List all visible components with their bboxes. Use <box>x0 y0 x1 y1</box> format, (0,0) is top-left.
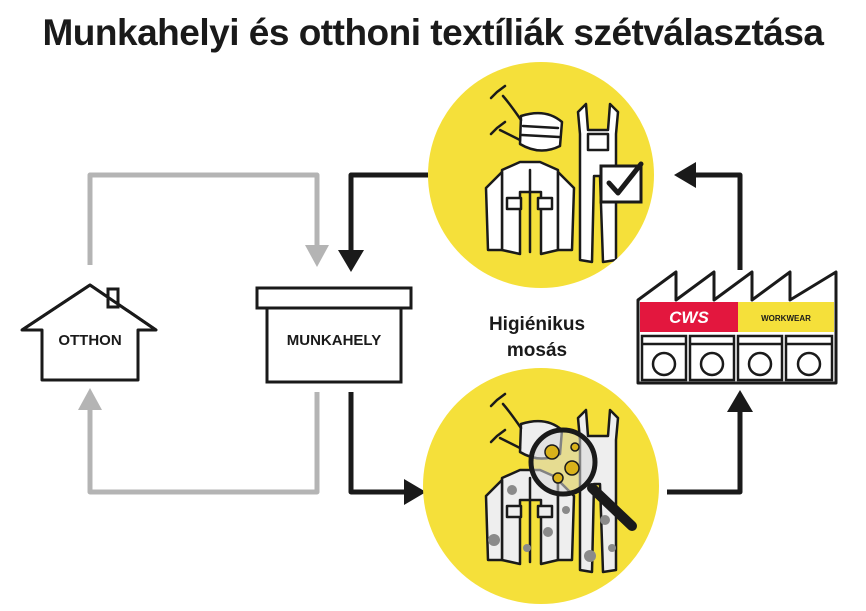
brand-tagline: WORKWEAR <box>761 314 811 323</box>
box-body <box>265 306 403 384</box>
dark-arrowhead-up-factory <box>727 390 753 412</box>
home-label: OTTHON <box>58 332 121 349</box>
washing-machine-icon <box>688 334 736 382</box>
stain-marks <box>488 485 616 562</box>
grey-arrow-home-to-work <box>87 172 320 265</box>
dark-arrow-clean-to-work <box>348 172 428 250</box>
home-workplace-loop <box>78 172 329 495</box>
dirty-textiles <box>423 368 659 604</box>
laundry-loop <box>338 162 753 505</box>
face-mask-icon <box>489 84 564 152</box>
washing-machine-icon <box>640 334 688 382</box>
brand-red-panel <box>640 302 738 332</box>
grey-arrowhead-up <box>78 388 102 410</box>
grey-arrowhead-down <box>305 245 329 267</box>
magnifier-icon <box>528 427 637 531</box>
jacket-icon <box>484 160 576 256</box>
home-house: OTTHON <box>20 283 158 382</box>
clean-textiles <box>428 62 654 288</box>
dark-arrowhead-right <box>404 479 426 505</box>
workplace-label: MUNKAHELY <box>287 332 381 349</box>
box-lid <box>255 286 413 310</box>
brand-logo: CWS <box>669 308 709 327</box>
washing-machine-icon <box>784 334 834 382</box>
laundry-label-line2: mosás <box>507 340 567 361</box>
dark-arrowhead-down <box>338 250 364 272</box>
washing-machine-icon <box>736 334 784 382</box>
dirty-jacket-icon <box>484 468 576 566</box>
dark-arrow-dirty-to-factory <box>667 412 743 495</box>
checkbox-icon <box>599 161 644 204</box>
workplace-box: MUNKAHELY <box>255 286 413 384</box>
laundry-label-line1: Higiénikus <box>489 314 585 335</box>
dark-arrow-factory-to-clean <box>695 172 743 270</box>
page-title: Munkahelyi és otthoni textíliák szétvála… <box>42 12 824 53</box>
dark-arrowhead-left <box>674 162 696 188</box>
germ-icons <box>544 442 580 484</box>
brand-yellow-panel <box>738 302 834 332</box>
dark-arrow-work-to-dirty <box>348 392 405 495</box>
washing-machines <box>640 334 834 382</box>
cws-factory: CWS WORKWEAR <box>636 270 838 385</box>
grey-arrow-work-to-home <box>87 392 320 495</box>
